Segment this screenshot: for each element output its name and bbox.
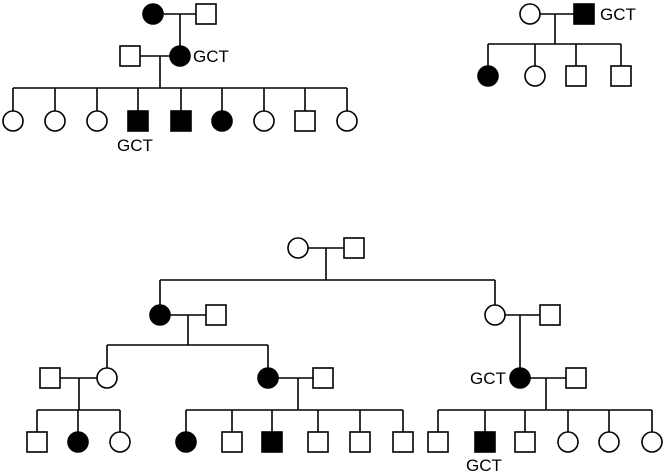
family-1-pedigree: GCT GCT <box>2 3 358 155</box>
unaffected-male <box>539 304 561 326</box>
unaffected-male <box>565 367 587 389</box>
unaffected-female <box>96 367 118 389</box>
unaffected-male <box>349 431 371 453</box>
affected-male <box>261 431 283 453</box>
gct-label: GCT <box>600 5 636 24</box>
unaffected-male <box>221 431 243 453</box>
unaffected-female <box>598 431 620 453</box>
unaffected-male <box>307 431 329 453</box>
unaffected-female <box>484 304 506 326</box>
unaffected-female <box>44 110 66 132</box>
gct-label: GCT <box>466 456 502 475</box>
affected-female <box>509 367 531 389</box>
gct-label: GCT <box>117 136 153 155</box>
unaffected-female <box>336 110 358 132</box>
affected-male <box>127 110 149 132</box>
unaffected-female <box>2 110 24 132</box>
unaffected-male <box>195 3 217 25</box>
affected-female <box>149 304 171 326</box>
unaffected-female <box>253 110 275 132</box>
affected-female <box>477 65 499 87</box>
unaffected-male <box>39 367 61 389</box>
family-3-pedigree: GCT GCT <box>26 237 663 475</box>
affected-male <box>573 3 595 25</box>
unaffected-male <box>26 431 48 453</box>
unaffected-male <box>312 367 334 389</box>
unaffected-male <box>610 65 632 87</box>
unaffected-female <box>519 3 541 25</box>
affected-female <box>169 45 191 67</box>
affected-male <box>170 110 192 132</box>
affected-female <box>257 367 279 389</box>
unaffected-male <box>294 110 316 132</box>
unaffected-female <box>524 65 546 87</box>
unaffected-male <box>514 431 536 453</box>
affected-female <box>175 431 197 453</box>
unaffected-female <box>86 110 108 132</box>
affected-female <box>67 431 89 453</box>
unaffected-female <box>287 237 309 259</box>
unaffected-male <box>565 65 587 87</box>
unaffected-female <box>641 431 663 453</box>
unaffected-female <box>109 431 131 453</box>
unaffected-male <box>427 431 449 453</box>
affected-female <box>211 110 233 132</box>
unaffected-female <box>557 431 579 453</box>
unaffected-male <box>343 237 365 259</box>
affected-male <box>474 431 496 453</box>
affected-female <box>142 3 164 25</box>
unaffected-male <box>392 431 414 453</box>
unaffected-male <box>205 304 227 326</box>
family-2-pedigree: GCT <box>477 3 636 87</box>
unaffected-male <box>119 45 141 67</box>
gct-label: GCT <box>193 47 229 66</box>
gct-label: GCT <box>470 369 506 388</box>
